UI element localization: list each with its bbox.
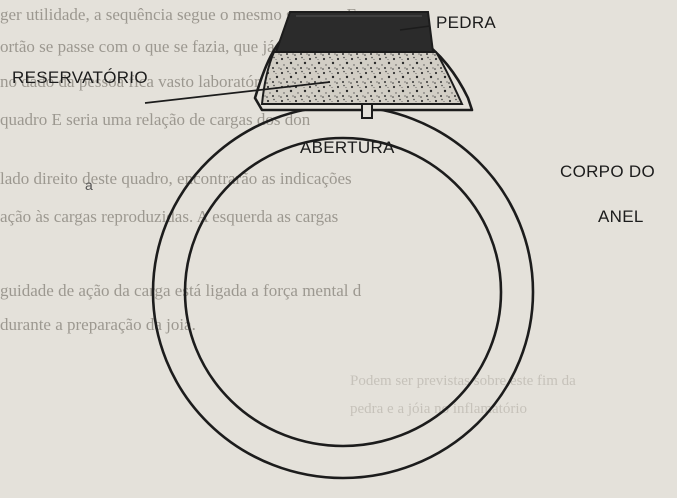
opening <box>361 103 373 119</box>
label-reservatorio: RESERVATÓRIO <box>12 68 148 87</box>
label-mark: a <box>85 177 93 193</box>
bg-line-10: pedra e a jóia no inflamatório <box>350 401 527 417</box>
background-text: ger utilidade, a sequência segue o mesmo… <box>0 5 576 417</box>
bg-line-3: no dado da pessoa fica vasto laboratório <box>0 72 273 91</box>
reservatorio-leader-line <box>144 81 331 104</box>
label-corpo-do: CORPO DO <box>560 162 655 181</box>
bg-line-2: ortão se passe com o que se fazia, que j… <box>0 37 334 56</box>
bg-line-5: lado direito deste quadro, encontrarão a… <box>0 169 352 188</box>
ring-inner-circle <box>183 136 503 448</box>
label-pedra: PEDRA <box>436 13 496 32</box>
pedra-leader-line <box>399 25 431 31</box>
bg-line-1: ger utilidade, a sequência segue o mesmo… <box>0 5 364 24</box>
bg-line-8: durante a preparação da joia. <box>0 315 196 334</box>
label-abertura: ABERTURA <box>300 138 395 157</box>
stone <box>274 11 435 53</box>
reservoir <box>260 51 464 105</box>
bg-line-9: Podem ser previstas sobre este fim da <box>350 373 576 389</box>
bg-line-7: guidade de ação da carga está ligada a f… <box>0 281 362 300</box>
bg-line-4: quadro E seria uma relação de cargas dos… <box>0 110 311 129</box>
label-anel: ANEL <box>598 207 644 226</box>
